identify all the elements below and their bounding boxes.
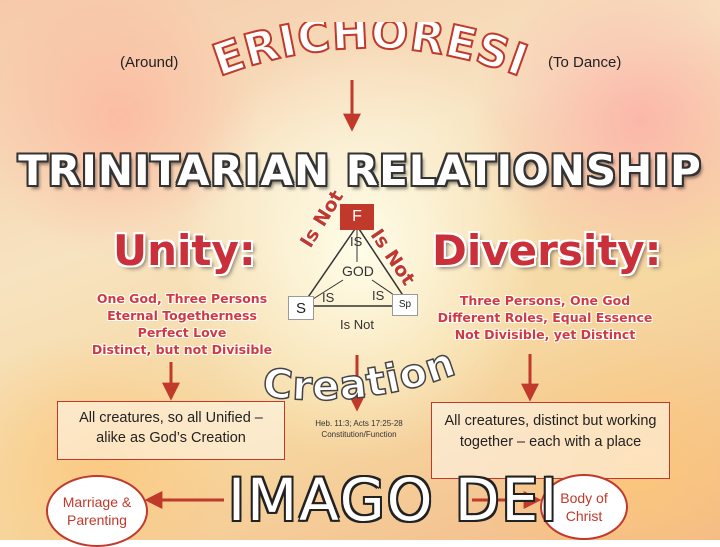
diversity-title: Diversity: <box>432 226 662 275</box>
creation-word: Creation <box>260 339 461 422</box>
imago-dei: IMAGO DEI <box>228 466 560 534</box>
node-father: F <box>340 204 374 230</box>
unity-box: All creatures, so all Unified – alike as… <box>57 401 285 460</box>
diversity-line: Not Divisible, yet Distinct <box>454 327 636 342</box>
diversity-lines: Three Persons, One God Different Roles, … <box>420 292 670 343</box>
body-oval: Body of Christ <box>540 474 628 540</box>
is-left: IS <box>322 290 335 305</box>
marriage-oval: Marriage & Parenting <box>46 475 148 547</box>
heading: TRINITARIAN RELATIONSHIP <box>18 146 702 195</box>
body-label: Body of Christ <box>560 490 608 524</box>
around-label: (Around) <box>120 54 179 71</box>
to-dance-label: (To Dance) <box>548 54 622 71</box>
unity-title: Unity: <box>113 226 256 275</box>
unity-line: Eternal Togetherness <box>107 308 257 323</box>
unity-line: Distinct, but not Divisible <box>91 342 273 357</box>
creation-arc: Creation <box>260 339 461 411</box>
unity-line: One God, Three Persons <box>96 291 268 306</box>
is-right: IS <box>372 288 385 303</box>
node-god: GOD <box>342 263 374 279</box>
diversity-box: All creatures, distinct but working toge… <box>431 402 670 479</box>
is-top: IS <box>350 234 363 249</box>
diversity-line: Different Roles, Equal Essence <box>437 310 653 325</box>
marriage-label: Marriage & Parenting <box>62 494 132 528</box>
diversity-line: Three Persons, One God <box>459 293 631 308</box>
unity-lines: One God, Three Persons Eternal Togethern… <box>82 290 282 358</box>
node-spirit: Sp <box>392 294 418 316</box>
unity-line: Perfect Love <box>137 325 227 340</box>
is-not-bottom: Is Not <box>340 317 374 332</box>
node-son: S <box>288 296 314 320</box>
trinity-triangle <box>300 224 412 307</box>
creation-reference: Heb. 11:3; Acts 17:25-28 Constitution/Fu… <box>315 419 403 439</box>
